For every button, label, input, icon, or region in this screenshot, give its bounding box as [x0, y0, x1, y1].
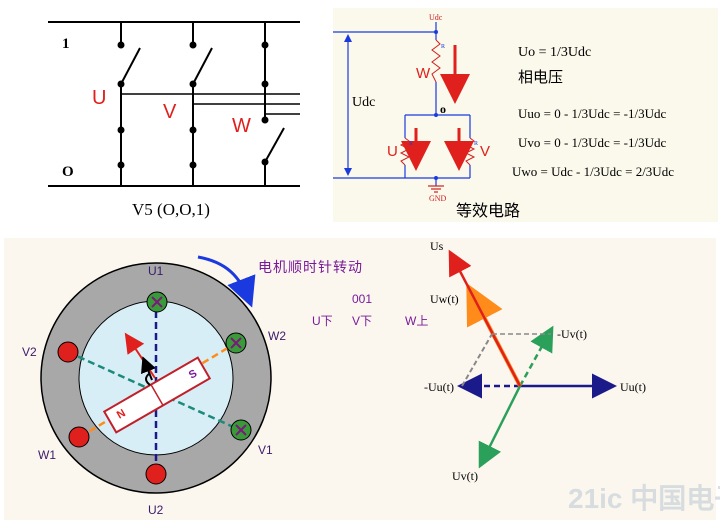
eq-uwo: Uwo = Udc - 1/3Udc = 2/3Udc: [512, 164, 674, 179]
coil-slot-w2: [225, 332, 247, 354]
vector-uv: [478, 385, 522, 469]
coil-slot-u1: [146, 291, 168, 313]
label-uw: Uw(t): [430, 292, 459, 306]
circuit-nodes: [434, 30, 438, 180]
label-uv: Uv(t): [452, 469, 478, 483]
label-u1: U1: [148, 264, 164, 278]
label-neg-uu: -Uu(t): [424, 380, 454, 394]
parallelogram-grey: [461, 333, 493, 387]
state-w: W上: [405, 314, 428, 328]
vector-neg-uv: [518, 325, 554, 387]
field-arrow-black: [141, 356, 156, 381]
state-v: V下: [352, 314, 372, 328]
resistor-v: [464, 137, 476, 166]
label-v1: V1: [258, 443, 273, 457]
gnd-symbol: [428, 185, 444, 193]
label-v2: V2: [22, 345, 37, 359]
label-neg-uv: -Uv(t): [557, 327, 587, 341]
rotation-note: 电机顺时针转动: [258, 259, 363, 275]
r-mark-v: R: [474, 141, 478, 147]
equivalent-circuit-caption: 等效电路: [456, 202, 520, 220]
label-high: 1: [62, 36, 70, 52]
label-low: O: [62, 164, 74, 180]
coil-slot-w1: [68, 426, 90, 448]
gnd-label: GND: [429, 194, 447, 203]
udc-side-label: Udc: [352, 95, 375, 110]
vector-us: [448, 249, 522, 387]
phase-w-label: W: [232, 115, 251, 137]
switch-code: 001: [352, 292, 372, 306]
label-u2: U2: [148, 503, 164, 517]
rotation-mini-arc: [145, 372, 151, 386]
inverter-switch-circuit: [48, 21, 300, 187]
vector-state-label: V5 (O,O,1): [132, 200, 210, 219]
switch-nodes: [117, 41, 269, 169]
eq-uvo: Uvo = 0 - 1/3Udc = -1/3Udc: [518, 135, 666, 150]
state-u: U下: [312, 314, 333, 328]
rotor-magnet: [102, 356, 212, 434]
label-uu: Uu(t): [620, 380, 646, 394]
phase-voltage-label: 相电压: [518, 69, 563, 86]
resistor-u: [399, 137, 411, 166]
watermark: 21ic 中国电子网: [568, 483, 720, 514]
r-mark-u: R: [409, 141, 413, 147]
eq-uo: Uo = 1/3Udc: [518, 45, 591, 60]
resistor-w-label: W: [416, 65, 431, 82]
resistor-w: [431, 39, 441, 83]
resistor-v-label: V: [480, 143, 490, 160]
clockwise-rotation-arrow: [197, 255, 256, 308]
phase-v-label: V: [163, 101, 177, 123]
resistor-u-label: U: [387, 143, 398, 160]
equivalent-circuit-wires: [333, 22, 471, 186]
coil-slot-v1: [230, 419, 252, 441]
udc-node-label: Udc: [429, 13, 443, 22]
udc-dimension-arrows: [344, 34, 352, 176]
coil-slot-v2: [57, 341, 79, 363]
r-mark-w: R: [441, 44, 445, 50]
label-us: Us: [430, 239, 444, 253]
equivalent-circuit-panel: [333, 8, 718, 222]
node-o-label: o: [440, 102, 446, 116]
label-w2: W2: [268, 329, 286, 343]
coil-slot-u2: [145, 463, 167, 485]
eq-uuo: Uuo = 0 - 1/3Udc = -1/3Udc: [518, 106, 666, 121]
phase-u-label: U: [92, 87, 106, 109]
label-w1: W1: [38, 448, 56, 462]
